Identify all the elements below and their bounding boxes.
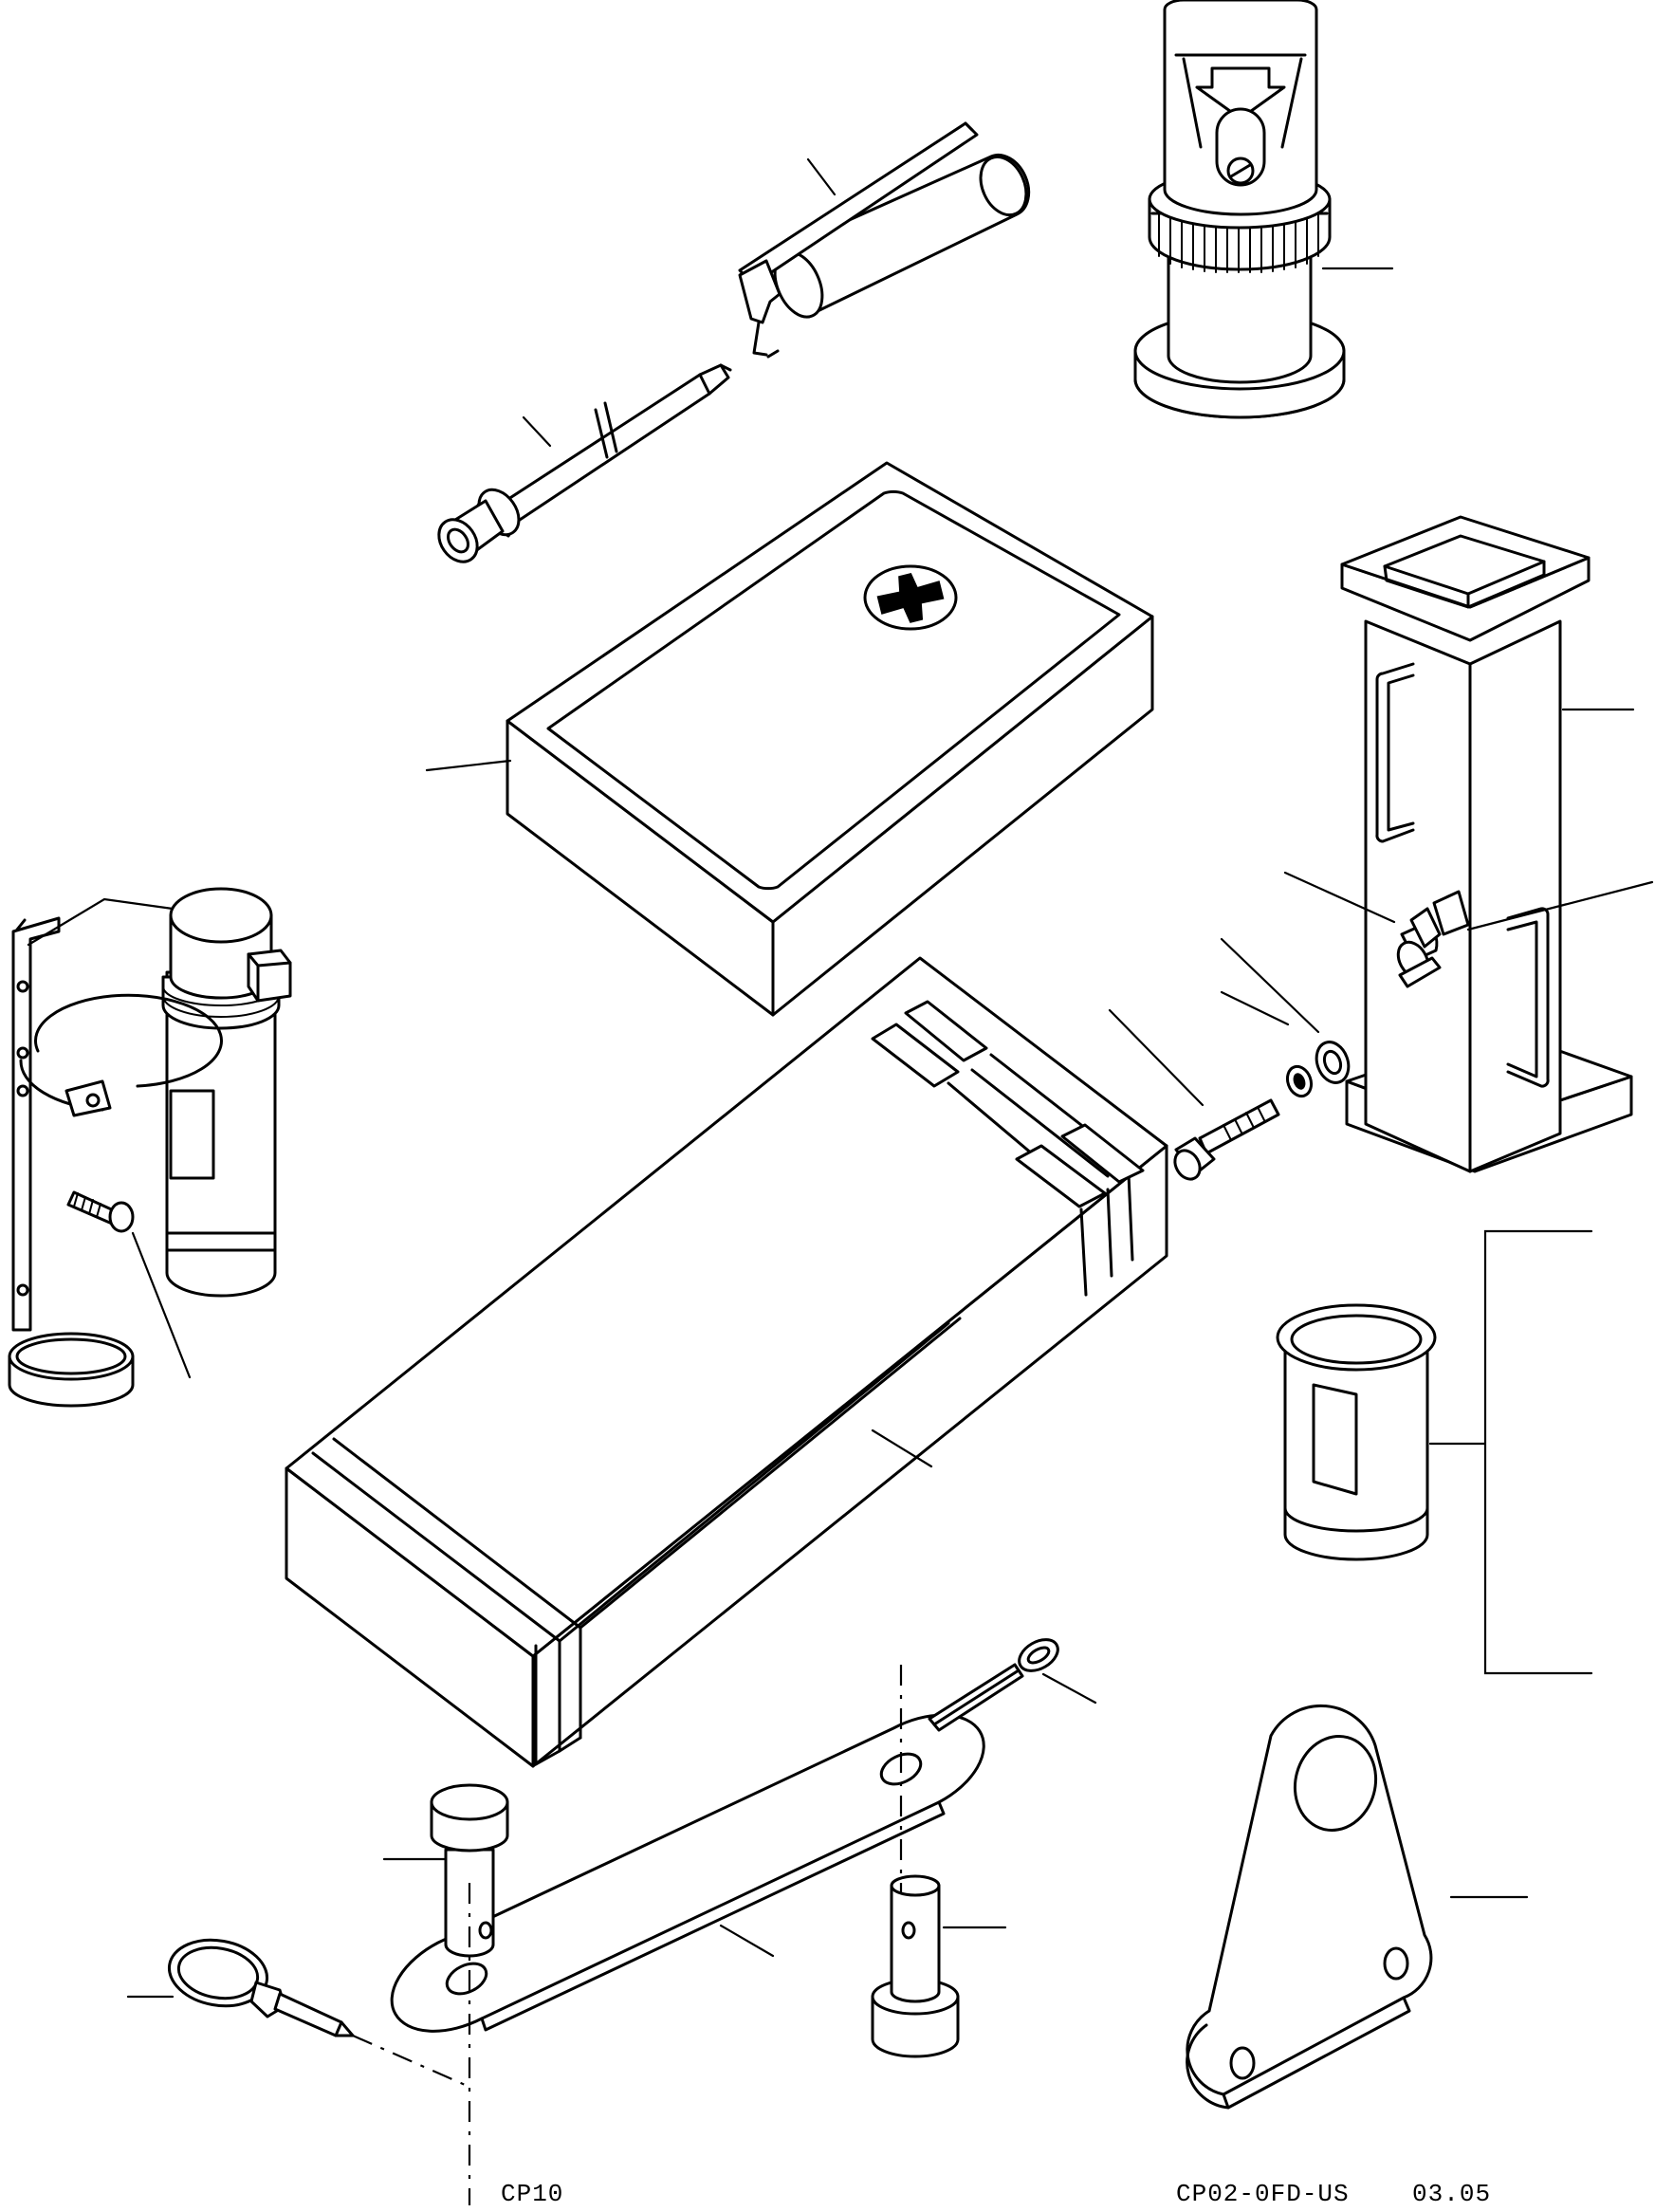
lock-washer-leader [1220,990,1290,1026]
clevis-pin-lower [871,1874,960,2058]
stand-pin-leader [1466,880,1654,931]
wing-bolt [1396,907,1442,988]
flat-washer [1315,1041,1351,1084]
tool-case [285,956,1168,1768]
stand-bolt-leader [1108,1008,1204,1107]
first-aid-kit [506,461,1154,1017]
grease-gun-leader [806,157,837,196]
link-bar-leader [719,1924,775,1958]
grease-hose [437,363,732,563]
bracket-screw-leader [131,1231,192,1379]
support-stand [1340,515,1633,1173]
grease-can-bracket [1428,1229,1593,1675]
lifting-plate [1186,1704,1433,2110]
ring-pin-axis [352,2034,470,2089]
fire-extinguisher-leader [27,897,175,947]
first-aid-kit-leader [425,759,512,772]
stand-bolt [1173,1098,1280,1181]
cotter-pin [928,1638,1059,1732]
grease-gun [738,121,1031,359]
fire-extinguisher [161,887,292,1298]
wing-bolt-leader [1283,871,1396,924]
cotter-pin-leader [1041,1672,1097,1705]
tool-case-leader [871,1429,933,1468]
hand-lamp [1133,0,1346,419]
page-reference: CP02-0FD-US 03.05 [1176,2180,1492,2208]
lock-washer [1285,1064,1314,1098]
bracket-screw [66,1190,135,1233]
flat-washer-leader [1220,937,1320,1034]
figure-code: CP10 [501,2180,564,2208]
extinguisher-bracket [8,916,223,1408]
grease-can [1276,1303,1437,1561]
ring-pin [167,1938,355,2037]
grease-hose-leader [522,415,552,448]
